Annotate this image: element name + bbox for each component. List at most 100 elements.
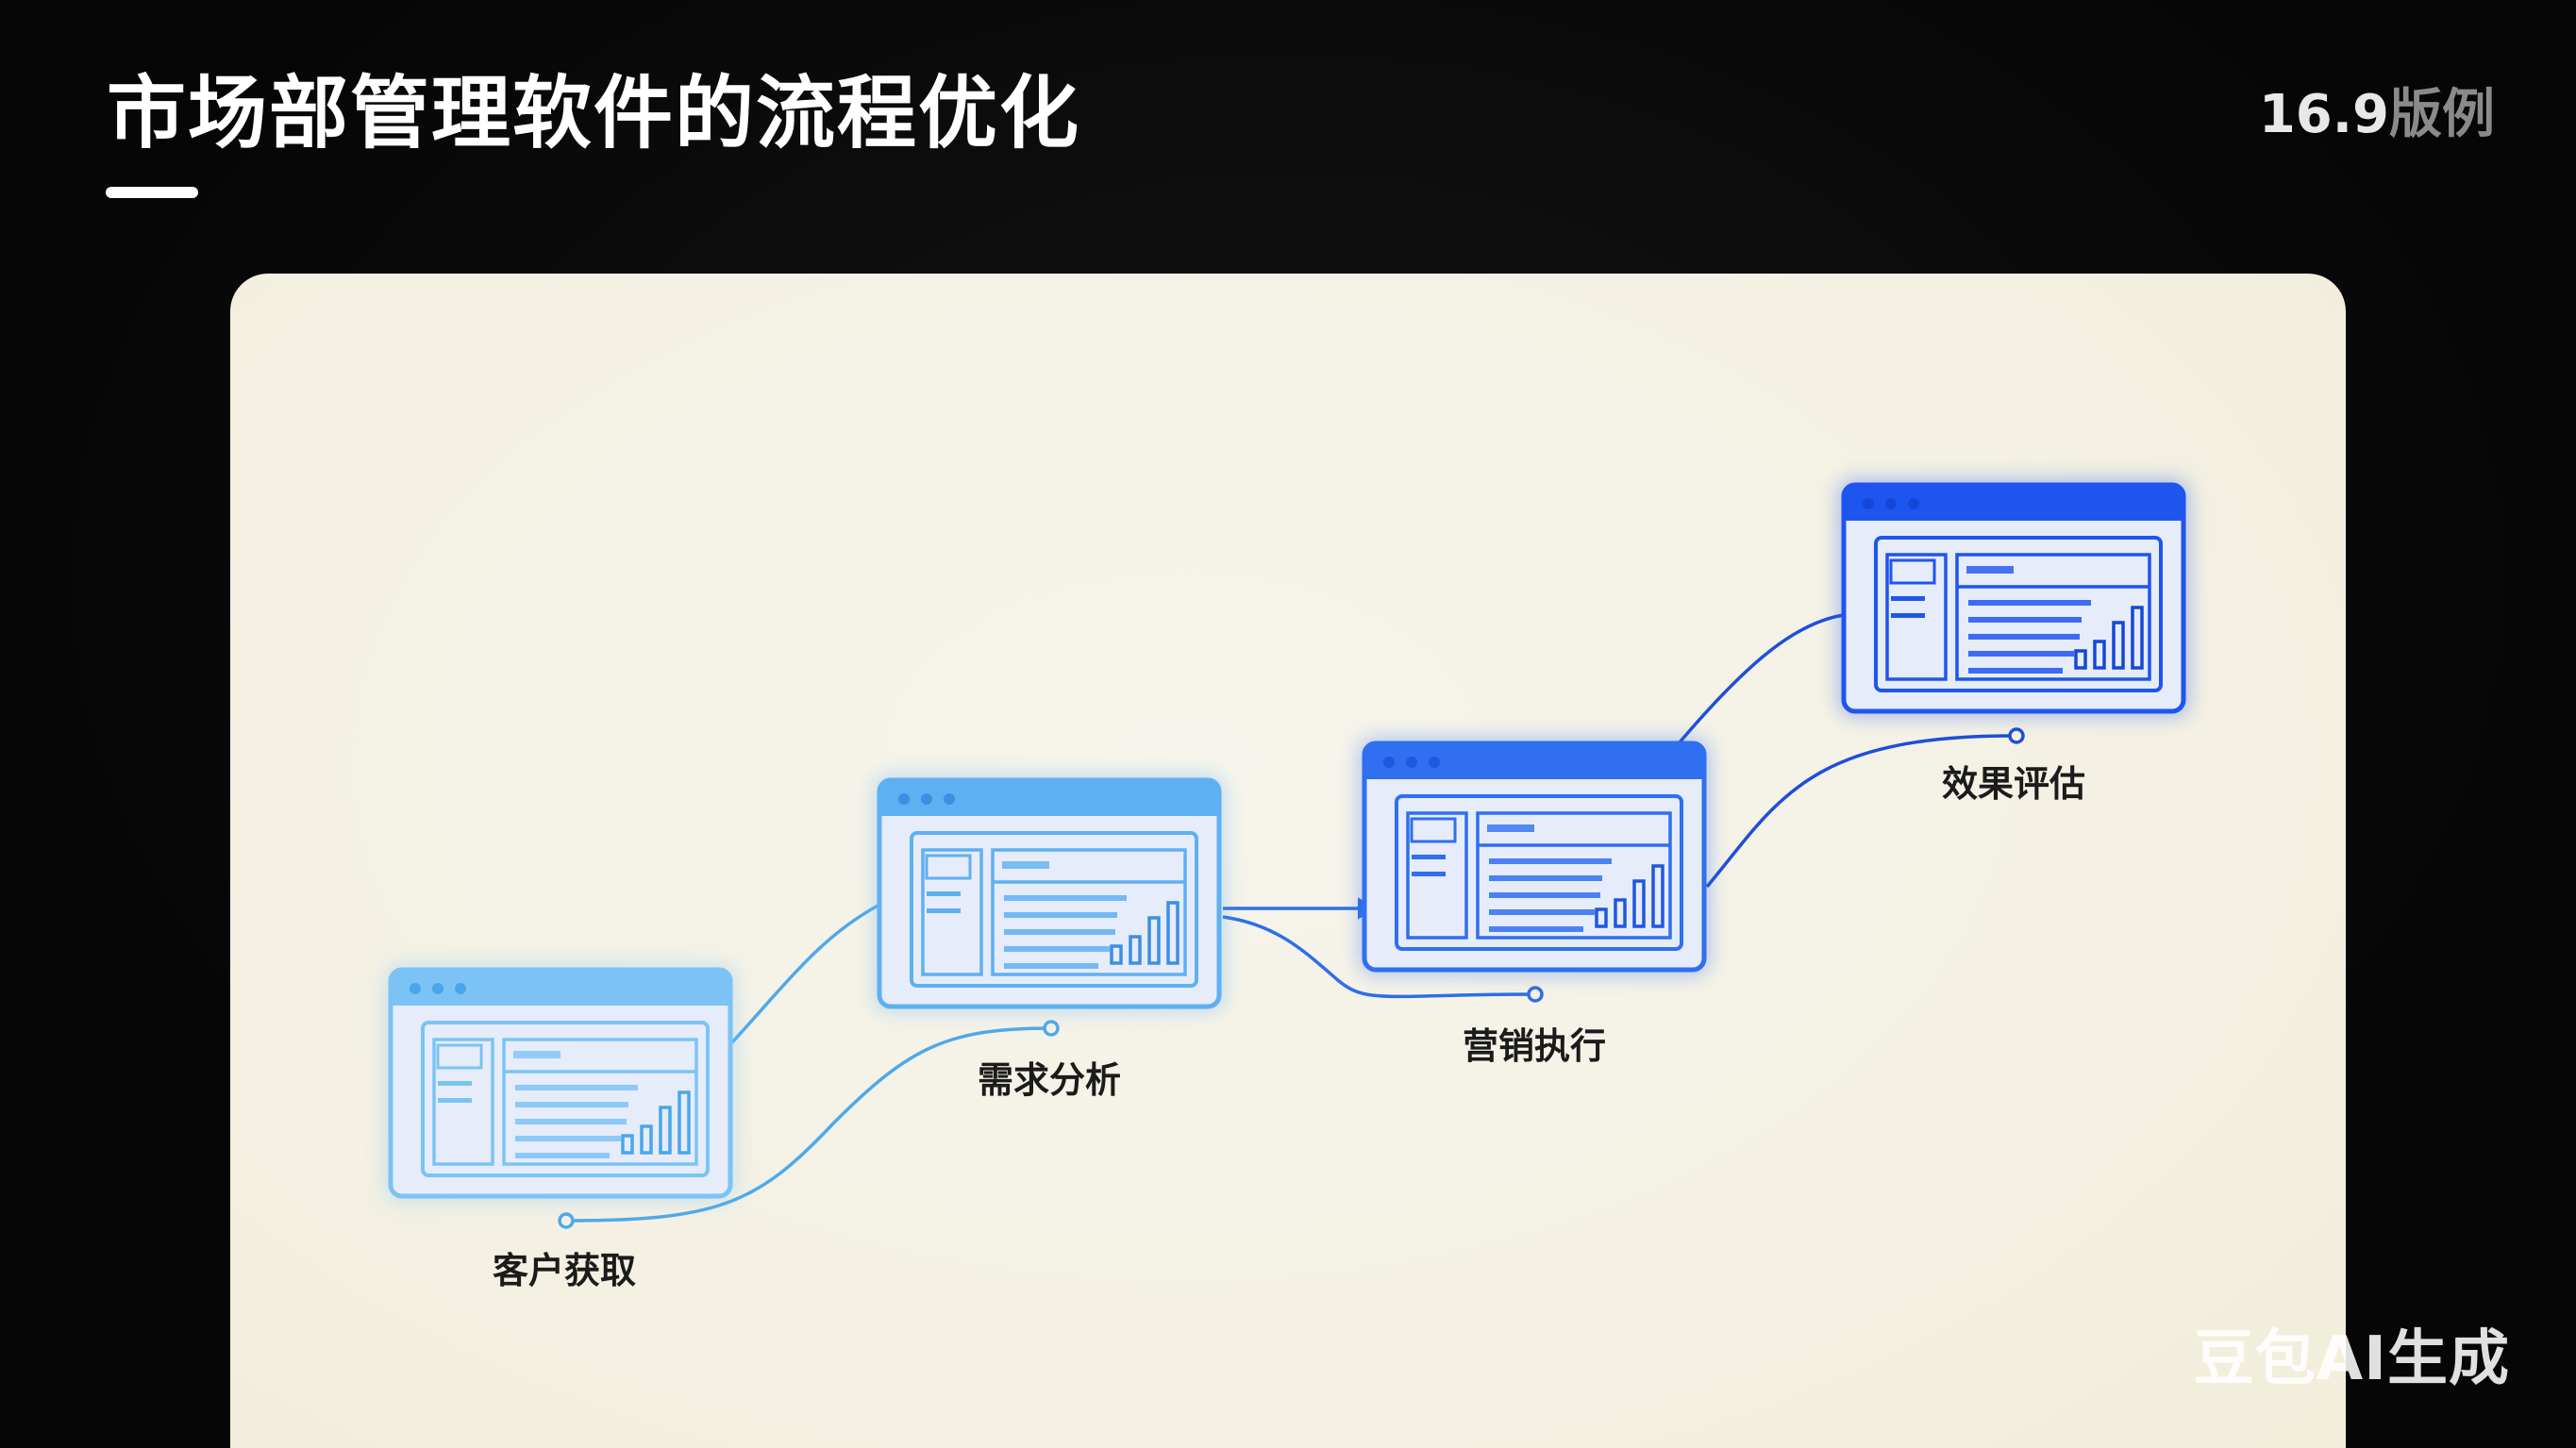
window-dot: [1383, 757, 1395, 768]
window-text-line: [515, 1153, 610, 1158]
window-text-line: [1004, 946, 1110, 952]
watermark: 豆包AI生成: [2193, 1324, 2510, 1394]
window-dot: [1863, 498, 1874, 509]
window-text-line: [1004, 895, 1127, 901]
window-content: [1476, 811, 1672, 940]
window-chart-bar: [1147, 916, 1161, 965]
window-dot: [944, 793, 955, 805]
window-text-line: [1004, 929, 1115, 935]
window-sidebar-box: [1410, 817, 1457, 843]
window-inner-panel: [1874, 536, 2163, 692]
connectors: [558, 600, 2025, 1229]
window-text-line: [1968, 634, 2080, 640]
window-sidebar-box: [925, 854, 972, 880]
window-text-line: [515, 1102, 628, 1107]
window-text-line: [1968, 600, 2091, 606]
window-titlebar: [1844, 485, 2183, 521]
window-sidebar-line: [1891, 613, 1925, 618]
window-chart-bar: [1651, 864, 1664, 928]
window-chart-bar: [1166, 901, 1179, 965]
window-chart-bar: [2112, 621, 2125, 670]
window-titlebar: [1364, 743, 1704, 779]
window-text-line: [515, 1136, 621, 1141]
window-chart-bar: [640, 1124, 653, 1155]
window-content-heading: [1002, 861, 1049, 869]
window-titlebar: [879, 780, 1219, 816]
window-sidebar: [1885, 553, 1948, 681]
window-chart-bar: [677, 1090, 691, 1155]
step-window-analyze: [874, 774, 1225, 1012]
window-text-line: [1489, 892, 1600, 898]
window-inner-panel: [1395, 794, 1683, 951]
window-sidebar-line: [438, 1098, 472, 1103]
connector-2-node: [1043, 1020, 1060, 1037]
window-text-line: [515, 1119, 627, 1124]
window-text-line: [1004, 912, 1117, 918]
window-chart-bar: [1129, 935, 1142, 965]
window-text-line: [1004, 963, 1098, 969]
window-sidebar-line: [927, 908, 961, 913]
window-content: [502, 1038, 698, 1166]
ratio-number: 16.9: [2258, 84, 2389, 145]
window-text-line: [1968, 617, 2082, 623]
step-windows: [385, 479, 2189, 1202]
step-window-execute: [1359, 738, 1710, 975]
window-text-line: [1489, 909, 1595, 915]
window-dot: [1429, 757, 1440, 768]
window-dot: [1908, 498, 1919, 509]
window-text-line: [1489, 858, 1612, 864]
window-chart-bar: [659, 1106, 672, 1155]
window-content-heading: [1487, 824, 1534, 832]
ratio-tag: 16.9版例: [2259, 89, 2495, 141]
window-sidebar-box: [436, 1043, 483, 1070]
window-titlebar: [391, 970, 730, 1006]
window-sidebar-line: [927, 891, 961, 896]
connector-1-2-top: [730, 902, 882, 1044]
title-underline: [106, 187, 198, 198]
window-chart-bar: [2093, 640, 2106, 670]
diagram-canvas: 客户获取 需求分析 营销执行 效果评估: [230, 274, 2346, 1448]
window-inner-panel: [421, 1021, 710, 1177]
window-dot: [1406, 757, 1417, 768]
connector-4-node: [2008, 727, 2025, 744]
window-dot: [921, 793, 932, 805]
window-content: [991, 848, 1187, 976]
window-sidebar-line: [438, 1081, 472, 1086]
window-chart-bar: [2131, 606, 2144, 670]
window-content-heading: [1966, 566, 2014, 574]
window-sidebar-line: [1891, 596, 1925, 601]
window-inner-panel: [910, 831, 1198, 988]
window-sidebar: [1406, 811, 1468, 940]
window-dot: [898, 793, 910, 805]
window-dot: [455, 983, 466, 994]
window-dot: [1885, 498, 1897, 509]
window-content-heading: [513, 1051, 560, 1058]
window-chart-bar: [1110, 944, 1123, 965]
window-chart-bar: [2074, 649, 2087, 670]
window-text-line: [1489, 926, 1583, 932]
step-window-acquire: [385, 964, 736, 1202]
window-sidebar-line: [1412, 855, 1446, 859]
window-text-line: [515, 1085, 638, 1090]
ratio-text: 版例: [2389, 84, 2495, 145]
window-text-line: [1968, 651, 2074, 657]
connector-1-2-bottom: [565, 1026, 1052, 1223]
connector-2-3-bottom: [1222, 915, 1533, 999]
connector-3-4-top: [1678, 613, 1845, 744]
window-dot: [410, 983, 421, 994]
window-content: [1955, 553, 2151, 681]
connector-1-node: [558, 1212, 575, 1229]
step-label-analyze: 需求分析: [977, 1059, 1122, 1101]
window-sidebar-line: [1412, 872, 1446, 876]
page-title: 市场部管理软件的流程优化: [107, 67, 1081, 159]
window-text-line: [1489, 875, 1602, 881]
window-sidebar-box: [1889, 558, 1936, 585]
window-sidebar: [432, 1038, 494, 1166]
step-label-evaluate: 效果评估: [1941, 763, 2086, 805]
window-chart-bar: [621, 1134, 634, 1155]
window-sidebar: [921, 848, 983, 976]
connector-3-node: [1527, 986, 1544, 1003]
step-label-acquire: 客户获取: [492, 1250, 637, 1291]
window-chart-bar: [1595, 907, 1608, 928]
